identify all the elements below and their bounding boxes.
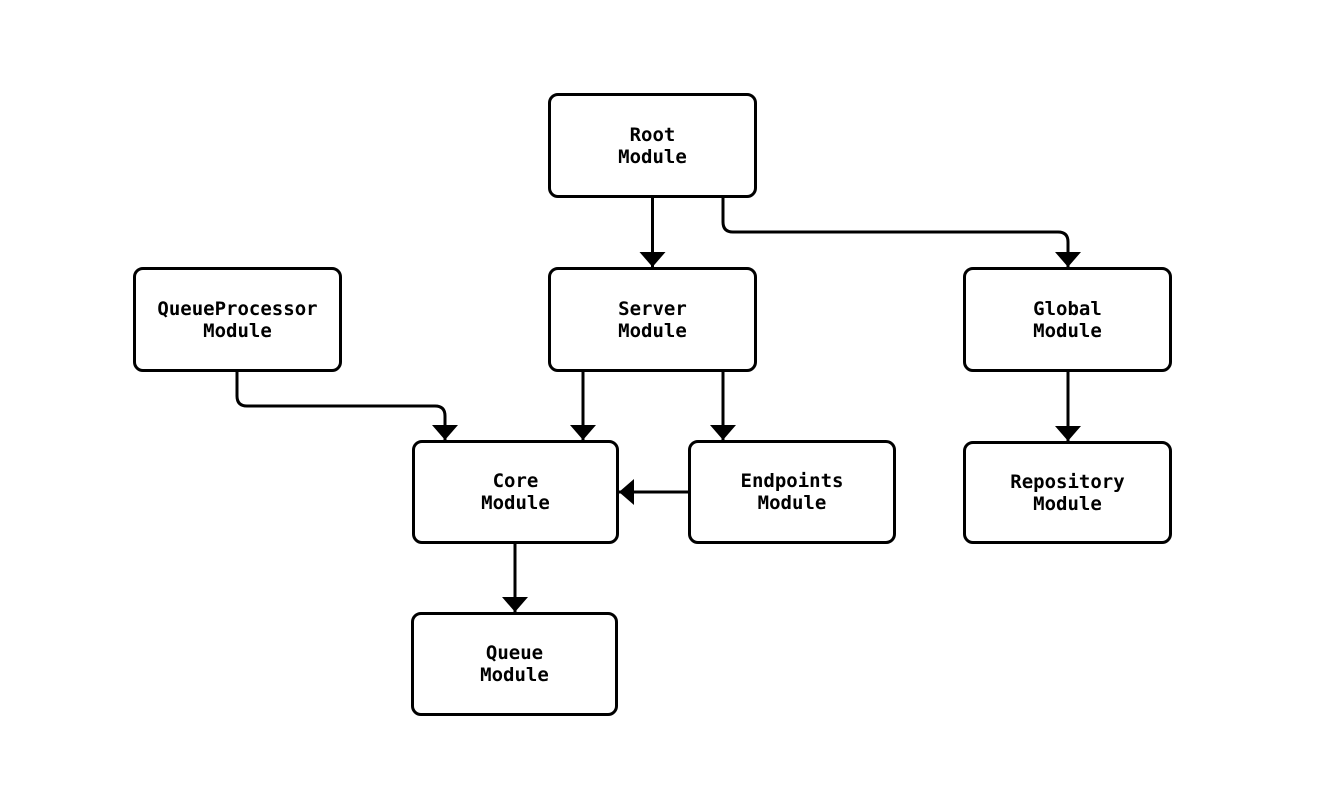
node-queue-module: Queue Module xyxy=(411,612,618,716)
node-label-core: Core Module xyxy=(481,470,550,514)
node-label-endpoints: Endpoints Module xyxy=(740,470,844,514)
node-endpoints-module: Endpoints Module xyxy=(688,440,896,544)
node-root-module: Root Module xyxy=(548,93,757,198)
node-queueprocessor-module: QueueProcessor Module xyxy=(133,267,342,372)
node-label-repository: Repository Module xyxy=(1010,470,1125,515)
edge-queueprocessor-to-core xyxy=(235,372,458,440)
node-core-module: Core Module xyxy=(412,440,619,544)
node-label-server: Server Module xyxy=(618,297,687,342)
node-global-module: Global Module xyxy=(963,267,1172,372)
node-repository-module: Repository Module xyxy=(963,441,1172,544)
node-label-queueprocessor: QueueProcessor Module xyxy=(157,297,318,342)
node-label-root: Root Module xyxy=(618,123,687,168)
node-label-global: Global Module xyxy=(1033,297,1102,342)
edge-root-to-global xyxy=(721,198,1081,267)
node-label-queue: Queue Module xyxy=(480,642,549,686)
node-server-module: Server Module xyxy=(548,267,757,372)
